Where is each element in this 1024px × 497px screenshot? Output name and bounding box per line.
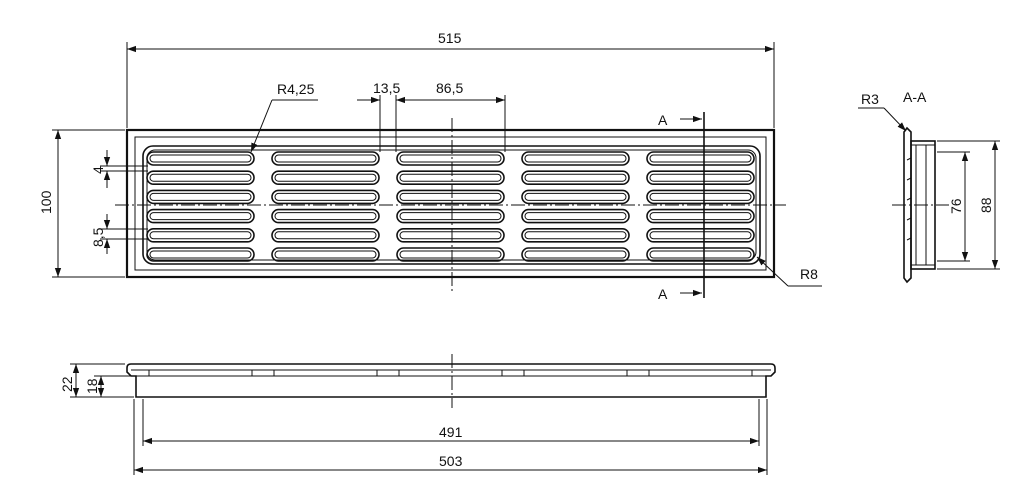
slot-inner [149,173,252,182]
slot-inner [149,212,252,221]
slot-inner [649,192,752,201]
dim-865-label: 86,5 [436,80,463,96]
slot-inner [399,250,502,259]
dim-slot-spacing: 13,5 86,5 [357,80,506,152]
frame-inner [134,136,767,271]
slot [271,151,380,166]
dim-r425-label: R4,25 [277,81,315,97]
slot [271,228,380,243]
slot-inner [149,250,252,259]
slot [646,189,755,205]
dim-4-label: 4 [90,166,106,174]
side-view: 22 18 491 503 [59,354,776,475]
slot-inner [149,154,252,163]
slot-grid [146,151,755,262]
section-marker: A A [658,112,705,302]
dim-corner-radius: R8 [756,256,822,287]
slot-inner [649,250,752,259]
slot-inner [524,192,627,201]
slot-inner [524,212,627,221]
dim-overall-height: 100 [38,129,125,278]
dim-r8-label: R8 [800,266,818,282]
slot-inner [524,173,627,182]
slot [646,247,755,262]
slot-inner [649,212,752,221]
slot [396,151,505,166]
dim-overall-length: 515 [126,30,775,128]
slot-inner [149,231,252,240]
slot [396,247,505,262]
slot [271,208,380,224]
slot [521,151,630,166]
slot-inner [274,231,377,240]
slot-inner [524,154,627,163]
slot [146,228,255,243]
slot-inner [399,231,502,240]
slot-inner [524,231,627,240]
dim-135-label: 13,5 [373,80,400,96]
slot [521,189,630,205]
slot [646,208,755,224]
slot [146,151,255,166]
dim-slot-height: 4 [90,150,148,188]
slot [146,170,255,185]
slot-inner [524,250,627,259]
slot [396,208,505,224]
slot [521,247,630,262]
section-marker-top: A [658,112,668,128]
slot [146,189,255,205]
slot-inner [399,192,502,201]
dim-503-label: 503 [439,453,463,469]
slot [521,170,630,185]
frame-outer [125,128,776,279]
slot-inner [274,154,377,163]
dim-100-label: 100 [38,190,54,214]
slot [396,228,505,243]
dim-r3-label: R3 [861,91,879,107]
section-title: A-A [903,89,927,105]
dim-76-label: 76 [948,198,964,214]
slot-inner [274,192,377,201]
slot-inner [274,212,377,221]
slot [396,170,505,185]
slot-inner [274,250,377,259]
dim-88-label: 88 [978,197,994,213]
dim-22-label: 22 [59,376,75,392]
section-view: R3 A-A 76 88 [858,89,1000,284]
slot [646,228,755,243]
slot [146,208,255,224]
slot [646,170,755,185]
slot-inner [649,231,752,240]
slot [396,189,505,205]
slot-inner [399,212,502,221]
section-marker-bottom: A [658,286,668,302]
front-view [115,118,786,292]
slot [521,228,630,243]
dim-491-label: 491 [439,424,463,440]
slot [271,170,380,185]
dim-515-label: 515 [438,30,462,46]
slot [271,189,380,205]
dim-85-label: 8,5 [90,227,106,247]
slot-inner [649,173,752,182]
slot-inner [649,154,752,163]
slot [146,247,255,262]
dim-slot-pitch: 8,5 [90,214,148,254]
slot-inner [399,154,502,163]
dim-slot-radius: R4,25 [250,81,318,153]
slot [646,151,755,166]
slot-inner [274,173,377,182]
slot-inner [149,192,252,201]
slot-inner [399,173,502,182]
slot [271,247,380,262]
slot [521,208,630,224]
dim-18-label: 18 [84,378,100,394]
